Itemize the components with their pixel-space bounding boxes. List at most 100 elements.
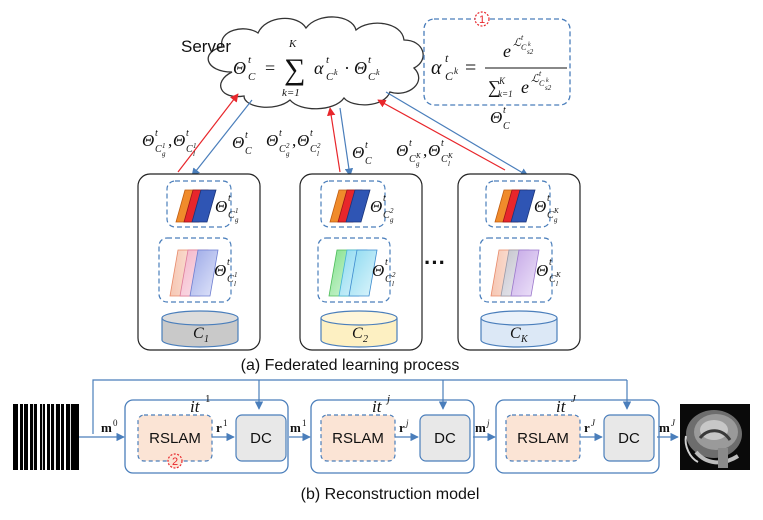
svg-text:Θ: Θ xyxy=(534,197,546,216)
svg-text:s2: s2 xyxy=(527,48,534,56)
svg-text:e: e xyxy=(503,41,511,61)
svg-text:C: C xyxy=(510,325,521,342)
svg-text:t: t xyxy=(155,128,158,139)
svg-text:t: t xyxy=(326,54,330,66)
svg-text:e: e xyxy=(521,77,529,97)
client-k-local-box xyxy=(479,237,553,303)
global-layers-icon xyxy=(329,189,371,223)
marker-1-label: 1 xyxy=(479,14,485,26)
local-layers-icon xyxy=(169,249,219,297)
svg-text:j: j xyxy=(385,393,390,405)
svg-text:t: t xyxy=(441,138,444,149)
svg-text:t: t xyxy=(279,128,282,139)
iteration-block-1: RSLAM DC 2 it 1 xyxy=(124,393,289,474)
client-k-database: C K xyxy=(480,310,558,348)
svg-text:s2: s2 xyxy=(545,84,552,92)
marker-1-circle xyxy=(474,11,490,27)
client-2: Θ t C 2 g Θ t C 2 l C 2 xyxy=(299,173,423,351)
rslam-label-j: RSLAM xyxy=(332,430,384,447)
svg-text:C: C xyxy=(521,43,527,52)
svg-text:t: t xyxy=(368,54,372,66)
svg-text:Θ: Θ xyxy=(215,197,227,216)
svg-text:,: , xyxy=(423,141,427,160)
svg-text:t: t xyxy=(521,33,524,42)
upload-label-client-k: Θ t C K g , Θ t C K l xyxy=(396,138,453,168)
svg-text:,: , xyxy=(292,131,296,150)
dc-label-1: DC xyxy=(250,430,272,447)
svg-text:=: = xyxy=(465,57,476,79)
communication-arrows xyxy=(177,91,529,177)
svg-text:C: C xyxy=(549,274,556,285)
download-label-client-1: Θ t C xyxy=(232,130,252,157)
svg-text:K: K xyxy=(288,38,297,50)
upload-label-client-1: Θ t C 1 g , Θ t C 1 l xyxy=(142,128,197,158)
svg-text:2: 2 xyxy=(317,142,321,150)
caption-a: (a) Federated learning process xyxy=(241,357,460,374)
server-label: Server xyxy=(181,37,231,56)
upload-label-client-2: Θ t C 2 g , Θ t C 2 l xyxy=(266,128,321,158)
client-1-database: C 1 xyxy=(161,310,239,348)
svg-text:Θ: Θ xyxy=(354,58,367,78)
svg-text:α: α xyxy=(431,57,442,79)
m1-label: m 1 xyxy=(290,418,307,435)
svg-text:C: C xyxy=(368,71,376,83)
svg-text:2: 2 xyxy=(392,271,396,279)
svg-text:l: l xyxy=(556,280,558,288)
svg-text:∑: ∑ xyxy=(488,77,501,97)
svg-text:t: t xyxy=(383,193,386,204)
svg-text:l: l xyxy=(448,160,450,168)
svg-text:K: K xyxy=(555,271,561,279)
svg-text:k=1: k=1 xyxy=(498,89,513,99)
svg-text:k: k xyxy=(334,68,338,77)
svg-text:m: m xyxy=(290,420,301,435)
rslam-label-J: RSLAM xyxy=(517,430,569,447)
svg-text:C: C xyxy=(248,71,256,83)
client-2-global-box xyxy=(320,180,386,228)
svg-text:k: k xyxy=(546,78,549,84)
alpha-formula-box: 1 xyxy=(423,11,571,106)
clients-ellipsis: ··· xyxy=(424,250,446,275)
client-2-global-param: Θ t C 2 g xyxy=(370,193,394,224)
svg-text:t: t xyxy=(549,257,552,268)
svg-text:,: , xyxy=(168,131,172,150)
svg-text:it: it xyxy=(190,397,201,416)
client-2-database: C 2 xyxy=(320,310,398,348)
local-layers-icon xyxy=(328,249,378,297)
svg-text:1: 1 xyxy=(302,418,307,428)
svg-text:K: K xyxy=(447,152,453,160)
svg-text:1: 1 xyxy=(205,393,211,405)
dc-module-J xyxy=(603,414,655,462)
svg-text:C: C xyxy=(227,274,234,285)
svg-text:l: l xyxy=(193,150,195,158)
svg-text:K: K xyxy=(553,207,559,215)
svg-text:Θ: Θ xyxy=(372,261,384,280)
svg-text:1: 1 xyxy=(193,142,197,150)
rslam-label-1: RSLAM xyxy=(149,430,201,447)
svg-text:K: K xyxy=(520,334,529,345)
svg-text:2: 2 xyxy=(286,142,290,150)
svg-text:C: C xyxy=(193,325,204,342)
svg-text:it: it xyxy=(372,397,383,416)
svg-text:t: t xyxy=(186,128,189,139)
svg-text:t: t xyxy=(409,138,412,149)
svg-text:K: K xyxy=(498,76,506,86)
rslam-module-j xyxy=(320,414,396,462)
global-layers-icon xyxy=(494,189,536,223)
svg-text:t: t xyxy=(245,130,248,141)
svg-text:Θ: Θ xyxy=(352,143,364,162)
r1-label: r 1 xyxy=(216,418,228,435)
svg-text:1: 1 xyxy=(234,271,238,279)
svg-text:ℒ: ℒ xyxy=(531,73,540,85)
global-layers-icon xyxy=(175,189,217,223)
svg-text:C: C xyxy=(441,154,448,165)
svg-text:C: C xyxy=(352,325,363,342)
client-1-local-param: Θ t C 1 l xyxy=(214,257,238,288)
svg-text:Θ: Θ xyxy=(396,141,408,160)
client-k: Θ t C K g Θ t C K l C K xyxy=(457,173,581,351)
svg-text:g: g xyxy=(162,150,166,158)
svg-text:t: t xyxy=(248,54,252,66)
local-layers-icon xyxy=(490,249,540,297)
svg-text:m: m xyxy=(475,420,486,435)
svg-text:J: J xyxy=(671,418,676,428)
svg-text:C: C xyxy=(245,146,252,157)
